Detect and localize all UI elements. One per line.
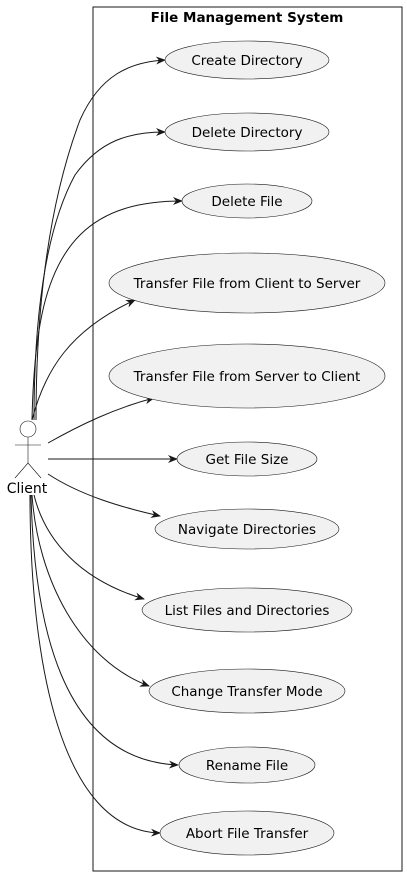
actor-label: Client [7,481,48,497]
actor-leg-left [14,462,29,479]
use-case-ellipse [108,252,386,314]
use-case-label: Rename File [206,758,288,774]
use-case[interactable]: List Files and Directories [141,587,353,633]
association-edge [33,128,166,421]
use-case[interactable]: Rename File [178,746,316,784]
use-case[interactable]: Change Transfer Mode [148,668,346,714]
use-case[interactable]: Delete Directory [164,112,330,152]
use-case-label: Delete Directory [192,125,303,141]
use-case[interactable]: Transfer File from Client to Server [108,252,386,314]
actor-client[interactable]: Client [7,420,48,497]
association-edge [47,473,161,518]
association-edge [47,396,155,444]
use-case-label: List Files and Directories [165,603,330,619]
use-case-ellipse [159,810,335,856]
use-case[interactable]: Transfer File from Server to Client [108,343,386,409]
association-edge [33,494,145,601]
use-case[interactable]: Get File Size [176,441,318,477]
use-case-ellipse [178,746,316,784]
use-case-ellipse [141,587,353,633]
use-case-label: Transfer File from Server to Client [133,369,361,385]
use-case[interactable]: Abort File Transfer [159,810,335,856]
use-case-label: Navigate Directories [178,522,316,538]
use-case-label: Change Transfer Mode [171,684,322,700]
association-edge [29,494,161,837]
use-case-ellipse [164,112,330,152]
use-case[interactable]: Navigate Directories [154,508,340,550]
use-case-ellipse [164,40,330,80]
actor-leg-right [27,462,42,479]
use-case[interactable]: Create Directory [164,40,330,80]
use-case[interactable]: Delete File [181,183,313,219]
actor-head [19,420,37,438]
association-edges [29,56,183,837]
association-edge [31,197,183,421]
use-case-ellipse [148,668,346,714]
use-case-label: Abort File Transfer [186,826,309,842]
association-edge [31,299,136,421]
association-edge [31,494,150,687]
use-case-ellipse [154,508,340,550]
use-case-label: Get File Size [206,452,289,468]
use-case-ellipse [108,343,386,409]
use-case-label: Delete File [211,194,282,210]
system-title: File Management System [151,10,344,26]
use-case-label: Create Directory [191,53,302,69]
use-case-ellipse [181,183,313,219]
use-case-ellipse [176,441,318,477]
use-case-label: Transfer File from Client to Server [133,276,361,292]
association-edge [30,494,179,769]
